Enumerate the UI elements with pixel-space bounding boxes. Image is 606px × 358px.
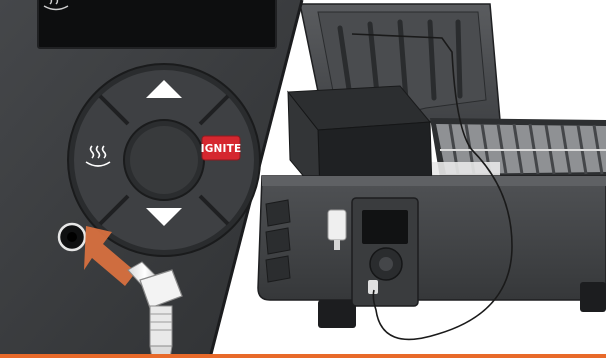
meat-probe-port[interactable]: [59, 224, 85, 250]
grill: [258, 4, 606, 339]
control-dpad: IGNITE: [68, 64, 260, 256]
controller-closeup: IGNITE: [0, 0, 302, 358]
grill-body: [258, 176, 606, 328]
grill-mini-controller: [352, 198, 418, 306]
accent-bar: [0, 354, 606, 358]
controller-display: [38, 0, 276, 48]
ignite-button[interactable]: IGNITE: [201, 136, 242, 160]
ignite-label: IGNITE: [201, 143, 242, 155]
